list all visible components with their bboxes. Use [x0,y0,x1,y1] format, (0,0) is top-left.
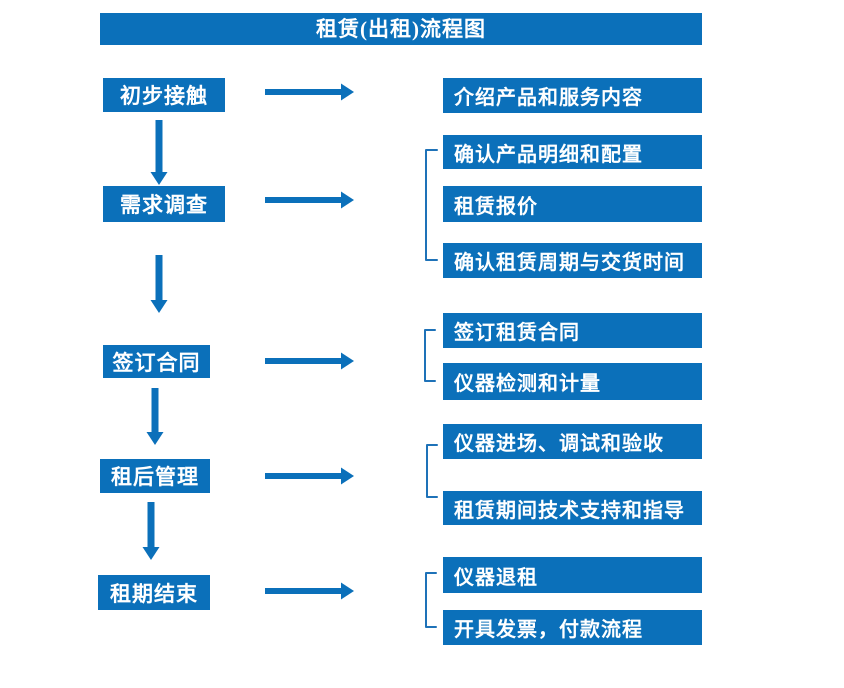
detail-box-sign-rental-contract: 签订租赁合同 [443,313,702,348]
bracket-stage3-details [424,329,436,382]
stage-box-needs-survey: 需求调查 [103,186,225,222]
stage-box-initial-contact: 初步接触 [103,78,225,112]
right-arrow-stage5 [265,582,354,600]
stage-box-post-rental-management: 租后管理 [100,459,210,493]
down-arrow-stage2-3 [150,255,168,313]
detail-box-rental-quote: 租赁报价 [443,186,702,222]
down-arrow-stage1-2 [150,120,168,185]
stage-box-sign-contract: 签订合同 [103,345,210,378]
down-arrow-stage4-5 [142,502,160,560]
detail-box-tech-support: 租赁期间技术支持和指导 [443,491,702,525]
detail-box-instrument-return: 仪器退租 [443,557,702,593]
bracket-stage5-details [425,572,437,628]
right-arrow-stage2 [265,191,354,209]
right-arrow-stage4 [265,467,354,485]
detail-box-confirm-period-delivery: 确认租赁周期与交货时间 [443,243,702,278]
bracket-stage4-details [426,444,438,498]
detail-box-instrument-setup-acceptance: 仪器进场、调试和验收 [443,424,702,459]
detail-box-confirm-product-config: 确认产品明细和配置 [443,135,702,169]
right-arrow-stage3 [265,352,354,370]
right-arrow-stage1 [265,83,354,101]
bracket-stage2-details [425,149,438,261]
detail-box-instrument-inspection: 仪器检测和计量 [443,363,702,400]
down-arrow-stage3-4 [146,388,164,445]
flowchart-title: 租赁(出租)流程图 [100,13,702,45]
detail-box-introduce-products: 介绍产品和服务内容 [443,78,702,113]
stage-box-rental-end: 租期结束 [98,575,210,610]
detail-box-invoice-payment: 开具发票，付款流程 [443,610,702,645]
